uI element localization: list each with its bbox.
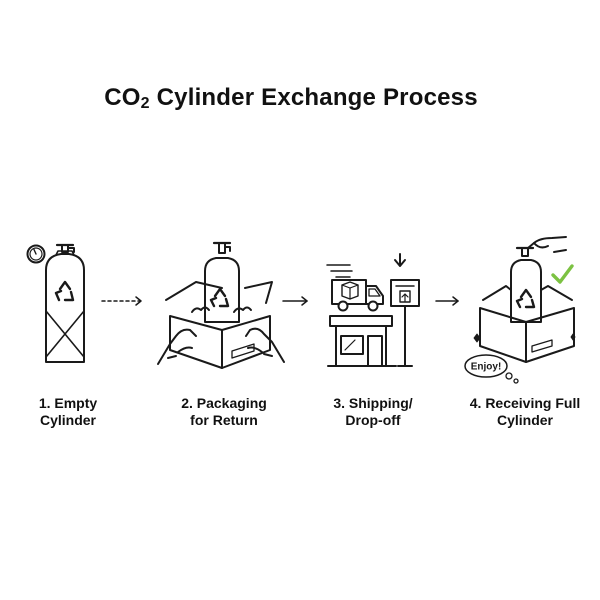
- step-label-line: Cylinder: [39, 412, 96, 428]
- step-label-line: 4. Receiving Full: [469, 395, 581, 411]
- pressure-gauge-icon: [26, 244, 46, 264]
- step-label-line: 3. Shipping/: [333, 395, 413, 411]
- check-icon: [551, 264, 574, 284]
- delivery-truck-shop-icon: [326, 253, 420, 367]
- speech-bubble-icon: Enjoy!: [464, 354, 519, 384]
- diagram-title: CO2 Cylinder Exchange Process: [0, 84, 582, 113]
- title-prefix: CO: [104, 84, 141, 111]
- cylinder-in-box-icon: [157, 241, 285, 369]
- shop-icon: [327, 315, 397, 367]
- title-subscript: 2: [140, 95, 150, 112]
- hand-icon: [157, 328, 197, 365]
- sparkle-icon: [473, 333, 481, 343]
- arrow-icon: [282, 296, 308, 306]
- cylinder-delivered-box-icon: Enjoy!: [464, 236, 576, 384]
- arrow-icon: [435, 296, 459, 306]
- step-label-line: 2. Packaging: [181, 395, 267, 411]
- step-label-line: for Return: [190, 412, 258, 428]
- hand-icon: [527, 236, 567, 253]
- speech-bubble-text: Enjoy!: [471, 362, 502, 373]
- recycle-icon: [209, 287, 230, 308]
- step-label-2: 2. Packaging for Return: [149, 395, 299, 429]
- empty-cylinder-crossed-icon: [26, 243, 85, 363]
- recycle-icon: [54, 280, 75, 302]
- drop-off-sign-icon: [390, 253, 420, 367]
- step-label-4: 4. Receiving Full Cylinder: [450, 395, 600, 429]
- arrow-icon: [101, 296, 142, 306]
- step-label-1: 1. Empty Cylinder: [0, 395, 143, 429]
- truck-icon: [331, 279, 384, 312]
- recycle-icon: [515, 288, 536, 309]
- step-label-3: 3. Shipping/ Drop-off: [298, 395, 448, 429]
- title-suffix: Cylinder Exchange Process: [149, 84, 478, 111]
- sparkle-icon: [570, 333, 576, 341]
- step-label-line: Drop-off: [345, 412, 401, 428]
- hand-icon: [245, 327, 285, 363]
- step-label-line: 1. Empty: [38, 395, 98, 411]
- step-label-line: Cylinder: [496, 412, 553, 428]
- cylinder-valve-icon: [55, 243, 75, 253]
